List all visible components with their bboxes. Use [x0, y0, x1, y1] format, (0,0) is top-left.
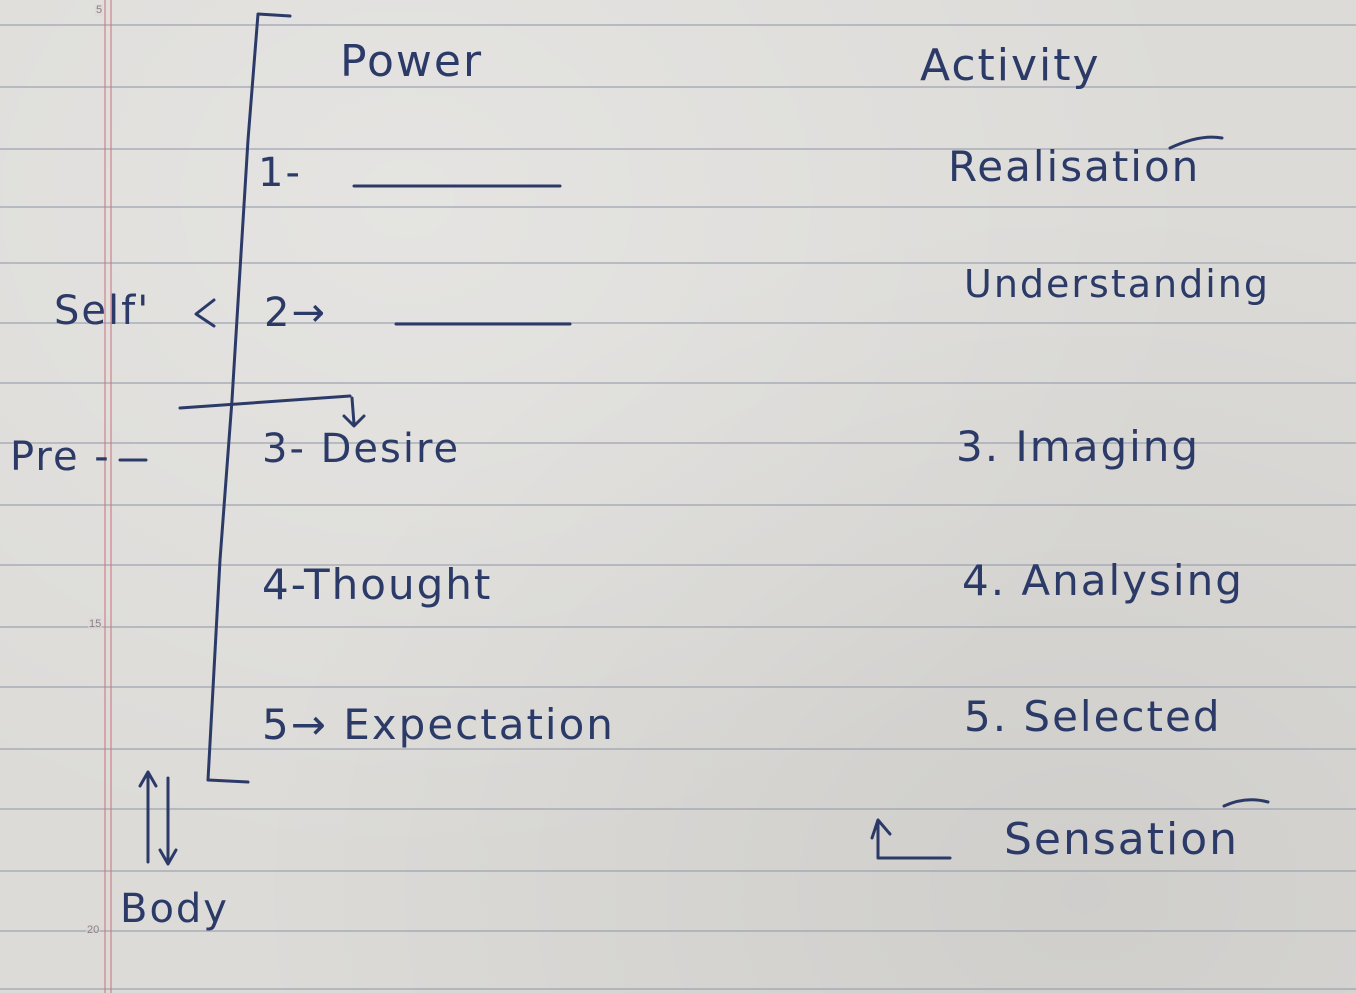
power-item-5: 5→ Expectation: [262, 700, 615, 749]
ruled-line: [0, 504, 1356, 506]
activity-heading: Activity: [920, 40, 1101, 91]
margin-number: 15: [88, 618, 103, 630]
power-item-2: 2→: [264, 290, 327, 336]
ruled-line: [0, 626, 1356, 628]
down-arrow-icon: [342, 396, 366, 428]
power-item-4: 4-Thought: [262, 560, 493, 609]
ruled-line: [0, 930, 1356, 932]
ruled-line: [0, 442, 1356, 444]
ruled-line: [0, 24, 1356, 26]
accent-mark: [1168, 135, 1224, 150]
bracket-line: [206, 12, 292, 784]
ruled-line: [0, 206, 1356, 208]
power-heading: Power: [340, 36, 484, 87]
activity-item-6: Sensation: [1004, 814, 1240, 865]
margin-line: [104, 0, 106, 993]
ruled-line: [0, 322, 1356, 324]
activity-item-5: 5. Selected: [964, 692, 1222, 741]
activity-item-3: 3. Imaging: [956, 422, 1201, 471]
down-arrow-icon: [158, 776, 178, 866]
ruled-line: [0, 148, 1356, 150]
ruled-line: [0, 262, 1356, 264]
self-arrow-icon: [194, 298, 216, 328]
activity-item-1: Realisation: [948, 142, 1201, 191]
power-item-3: 3- Desire: [262, 426, 461, 472]
accent-mark: [1222, 798, 1270, 808]
pre-label: Pre -: [10, 434, 111, 480]
self-label: Self': [54, 288, 151, 334]
margin-number: 5: [95, 4, 104, 16]
power-item-1: 1-: [258, 150, 302, 196]
margin-line: [110, 0, 112, 993]
up-arrow-icon: [138, 770, 158, 864]
margin-number: 20: [86, 924, 101, 936]
ruled-line: [0, 564, 1356, 566]
ruled-line: [0, 748, 1356, 750]
ruled-line: [0, 870, 1356, 872]
sensation-arrow-icon: [870, 818, 952, 860]
ruled-line: [0, 808, 1356, 810]
ruled-line: [0, 686, 1356, 688]
ruled-line: [0, 86, 1356, 88]
ruled-line: [0, 988, 1356, 990]
activity-item-4: 4. Analysing: [962, 556, 1244, 605]
activity-item-2: Understanding: [964, 262, 1270, 306]
ruled-line: [0, 382, 1356, 384]
self-pre-divider: [178, 394, 352, 410]
body-label: Body: [120, 886, 229, 932]
